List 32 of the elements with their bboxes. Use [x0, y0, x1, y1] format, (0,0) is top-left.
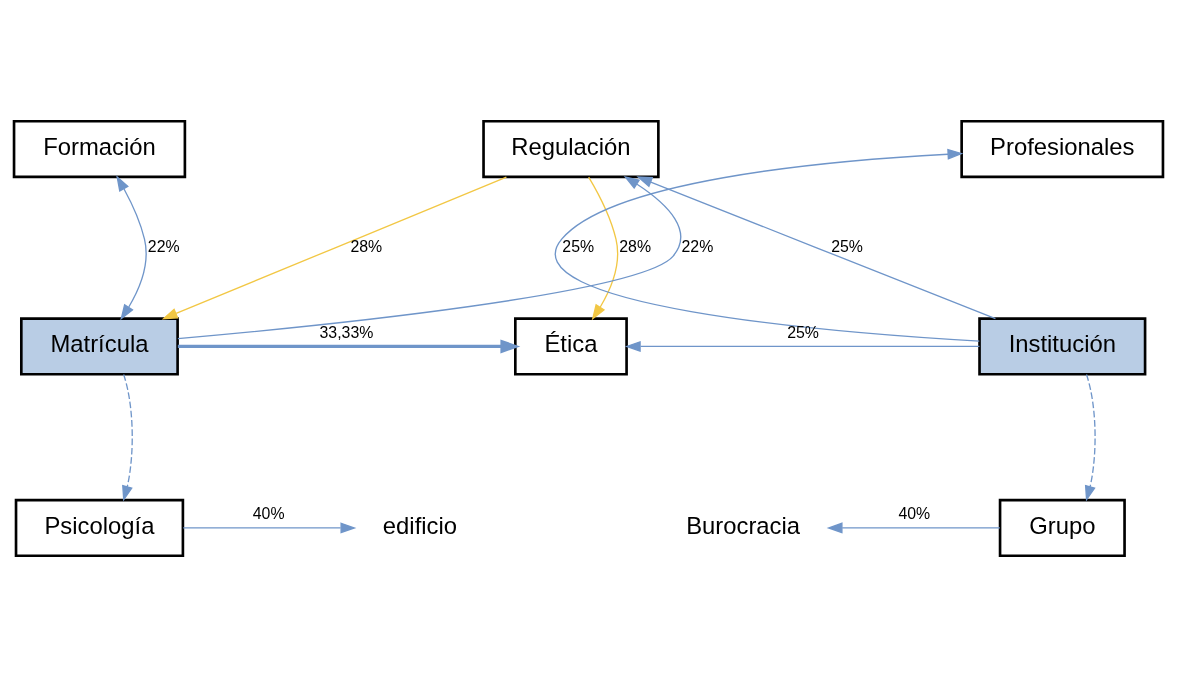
edge-label: 22% — [681, 237, 714, 255]
arrow — [116, 175, 147, 321]
node-text: edificio — [382, 511, 458, 539]
edge-label: 40% — [898, 505, 931, 523]
edge-label: 40% — [252, 505, 285, 523]
node-box: Grupo — [998, 498, 1126, 558]
edge-label: 28% — [350, 237, 383, 255]
arrow — [624, 340, 981, 352]
arrow — [636, 176, 997, 320]
node-box: Institución — [978, 317, 1147, 376]
arrow — [554, 148, 980, 342]
arrow — [588, 176, 619, 321]
node-box: Ética — [514, 317, 628, 376]
node-box: Formación — [12, 119, 187, 179]
arrow — [177, 176, 682, 340]
arrow — [177, 339, 521, 354]
edge-label: 28% — [619, 237, 652, 255]
node-box: Regulación — [482, 119, 660, 179]
arrow — [161, 176, 508, 320]
node-box: Matrícula — [20, 317, 179, 376]
edge-label: 25% — [562, 237, 595, 255]
edge-label: 25% — [787, 323, 819, 341]
node-text: Burocracia — [686, 511, 801, 539]
node-box: Psicología — [14, 498, 185, 558]
arrow — [826, 522, 1001, 534]
edge-label: 25% — [831, 237, 863, 255]
edge-label: 22% — [147, 237, 180, 255]
edge-label: 33,33% — [319, 323, 374, 341]
node-box: Profesionales — [960, 119, 1165, 179]
arrow — [182, 522, 357, 534]
arrow — [1084, 373, 1096, 502]
arrow — [122, 373, 133, 502]
